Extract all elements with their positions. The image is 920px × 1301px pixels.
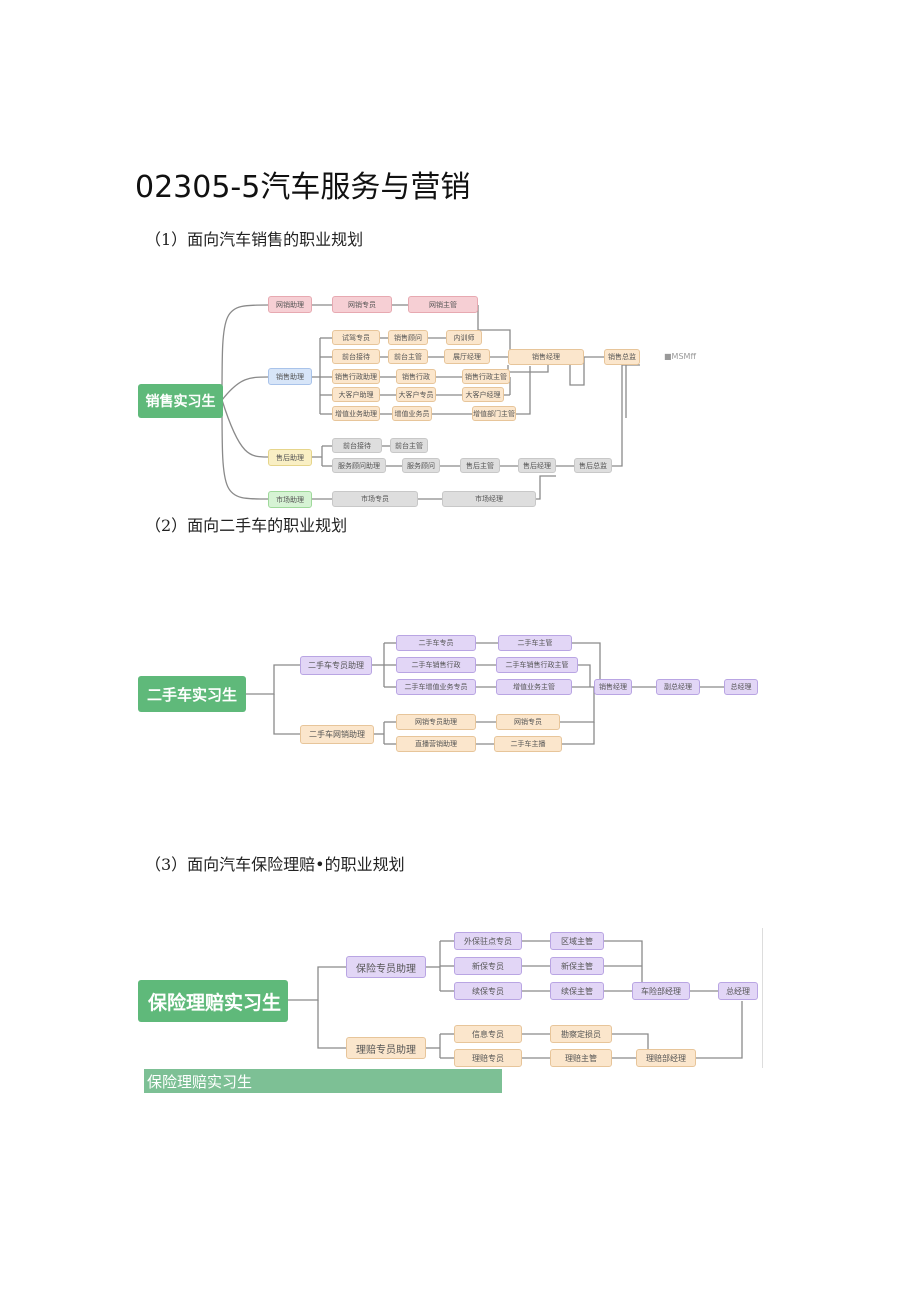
node-front-desk-supervisor: 前台主管 — [388, 349, 428, 364]
node-insurance-general-manager: 总经理 — [718, 982, 758, 1000]
node-value-added-assistant: 增值业务助理 — [332, 406, 380, 421]
node-sales-admin-assistant: 销售行政助理 — [332, 369, 380, 384]
node-test-drive-specialist: 试驾专员 — [332, 330, 380, 345]
node-service-advisor: 服务顾问 — [402, 458, 440, 473]
node-general-manager: 总经理 — [724, 679, 758, 695]
node-claims-specialist: 理赔专员 — [454, 1049, 522, 1067]
note-text: ■MSMff — [664, 352, 696, 361]
right-edge-line — [762, 928, 763, 1068]
node-claims-assistant: 理赔专员助理 — [346, 1037, 426, 1059]
used-car-root-node: 二手车实习生 — [138, 676, 246, 712]
node-after-sales-assistant: 售后助理 — [268, 449, 312, 466]
node-insurance-assistant: 保险专员助理 — [346, 956, 426, 978]
node-used-car-supervisor: 二手车主管 — [498, 635, 572, 651]
section-heading-1: （1）面向汽车销售的职业规划 — [145, 230, 364, 249]
node-marketing-assistant: 市场助理 — [268, 491, 312, 508]
node-key-account-assistant: 大客户助理 — [332, 387, 380, 402]
node-after-sales-supervisor: 售后主管 — [460, 458, 500, 473]
node-used-car-sales-admin: 二手车销售行政 — [396, 657, 476, 673]
node-marketing-specialist: 市场专员 — [332, 491, 418, 507]
node-external-agent: 外保驻点专员 — [454, 932, 522, 950]
node-new-insurance-supervisor: 新保主管 — [550, 957, 604, 975]
node-online-sales-supervisor: 网销主管 — [408, 296, 478, 313]
node-online-specialist-assistant: 网销专员助理 — [396, 714, 476, 730]
node-used-car-online-assistant: 二手车网销助理 — [300, 725, 374, 744]
node-online-sales-assistant: 网销助理 — [268, 296, 312, 313]
node-trainer: 内训师 — [446, 330, 482, 345]
node-after-sales-front-desk: 前台接待 — [332, 438, 382, 453]
node-used-car-value-added: 二手车增值业务专员 — [396, 679, 476, 695]
section-heading-3: （3）面向汽车保险理赔•的职业规划 — [145, 855, 405, 874]
used-car-connector-lines — [246, 642, 724, 745]
node-marketing-manager: 市场经理 — [442, 491, 536, 507]
sales-career-diagram: 销售实习生 网销助理 网销专员 网销主管 销售助理 试驾专员 销售顾问 内训师 … — [0, 0, 920, 520]
sales-connector-lines — [221, 304, 640, 500]
node-sales-admin: 销售行政 — [396, 369, 436, 384]
node-value-added-staff: 增值业务员 — [392, 406, 432, 421]
node-sales-manager: 销售经理 — [508, 349, 584, 365]
node-deputy-general-manager: 副总经理 — [656, 679, 700, 695]
node-new-insurance-specialist: 新保专员 — [454, 957, 522, 975]
node-used-car-sales-admin-supervisor: 二手车销售行政主管 — [496, 657, 578, 673]
node-loss-assessor: 勘察定损员 — [550, 1025, 612, 1043]
node-value-added-supervisor: 增值部门主管 — [472, 406, 516, 421]
insurance-connector-lines — [288, 940, 743, 1059]
node-showroom-manager: 展厅经理 — [444, 349, 490, 364]
node-online-sales-specialist: 网销专员 — [332, 296, 392, 313]
node-used-car-streamer: 二手车主播 — [494, 736, 562, 752]
node-claims-supervisor: 理赔主管 — [550, 1049, 612, 1067]
node-livestream-assistant: 直播营销助理 — [396, 736, 476, 752]
node-claims-manager: 理赔部经理 — [636, 1049, 696, 1067]
node-regional-supervisor: 区域主管 — [550, 932, 604, 950]
insurance-root-node: 保险理赔实习生 — [138, 980, 288, 1022]
node-used-car-sales-manager: 销售经理 — [594, 679, 632, 695]
insurance-intern-banner: 保险理赔实习生 — [144, 1069, 502, 1093]
page-title: 02305-5汽车服务与营销 — [135, 170, 471, 205]
node-key-account-manager: 大客户经理 — [462, 387, 504, 402]
node-sales-assistant: 销售助理 — [268, 368, 312, 385]
node-key-account-specialist: 大客户专员 — [396, 387, 436, 402]
node-front-desk: 前台接待 — [332, 349, 380, 364]
node-after-sales-front-supervisor: 前台主管 — [390, 438, 428, 453]
node-used-car-assistant: 二手车专员助理 — [300, 656, 372, 675]
node-after-sales-manager: 售后经理 — [518, 458, 556, 473]
node-sales-director: 销售总监 — [604, 349, 640, 365]
sales-root-node: 销售实习生 — [138, 384, 223, 418]
used-car-career-diagram: 二手车实习生 二手车专员助理 二手车专员 二手车主管 二手车销售行政 二手车销售… — [138, 635, 758, 752]
node-service-advisor-assistant: 服务顾问助理 — [332, 458, 386, 473]
node-renewal-specialist: 续保专员 — [454, 982, 522, 1000]
node-used-car-specialist: 二手车专员 — [396, 635, 476, 651]
node-after-sales-director: 售后总监 — [574, 458, 612, 473]
node-value-added-supervisor: 增值业务主管 — [496, 679, 572, 695]
node-auto-insurance-manager: 车险部经理 — [632, 982, 690, 1000]
node-online-specialist: 网销专员 — [496, 714, 560, 730]
insurance-career-diagram: 保险理赔实习生 保险专员助理 外保驻点专员 区域主管 新保专员 新保主管 续保专… — [138, 928, 763, 1093]
node-information-specialist: 信息专员 — [454, 1025, 522, 1043]
node-sales-consultant: 销售顾问 — [388, 330, 428, 345]
section-heading-2: （2）面向二手车的职业规划 — [145, 516, 348, 535]
node-sales-admin-supervisor: 销售行政主管 — [462, 369, 510, 384]
node-renewal-supervisor: 续保主管 — [550, 982, 604, 1000]
